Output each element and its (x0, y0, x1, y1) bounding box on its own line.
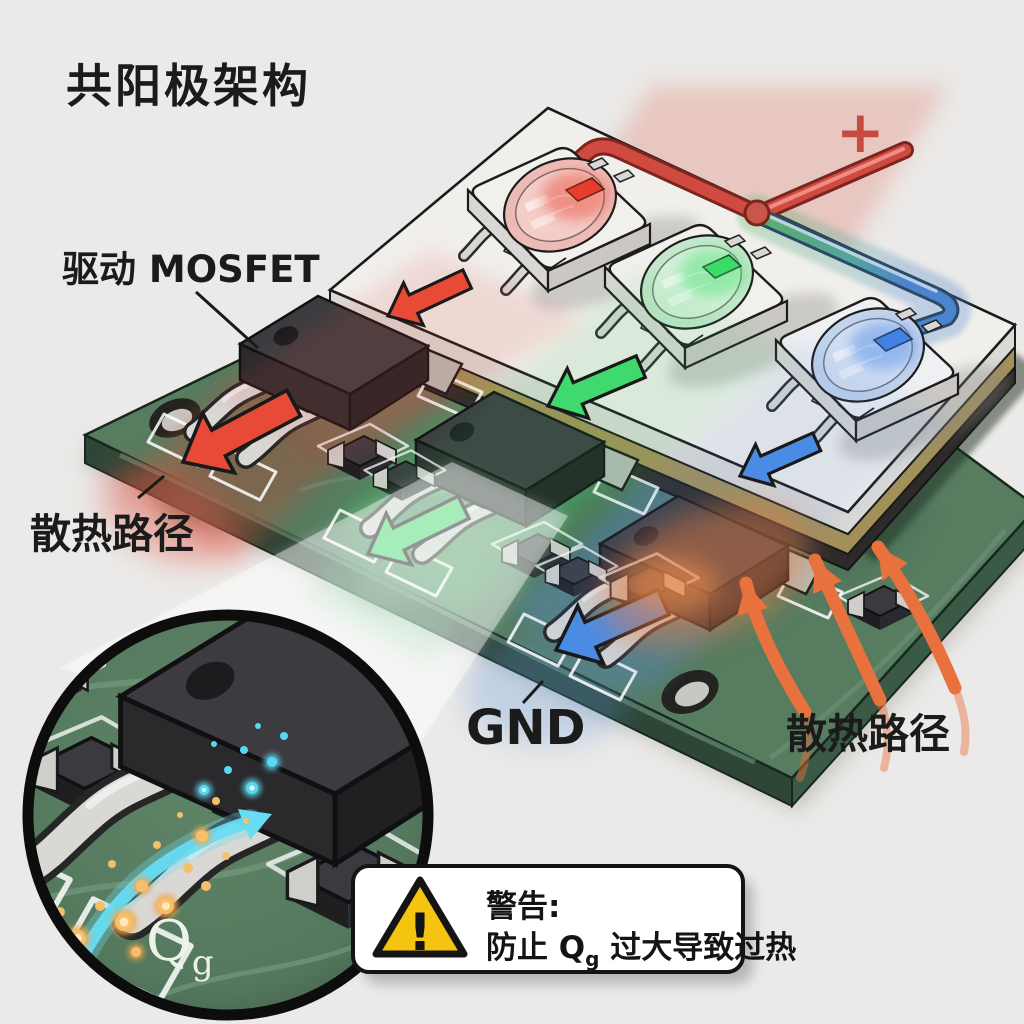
pointer-line (137, 474, 165, 500)
heat-dissipation-right (600, 504, 970, 782)
gate-charge-arrowhead (238, 809, 272, 840)
trace-junction-dot (743, 199, 771, 227)
heat-arrowheads (737, 547, 908, 616)
svg-text:散热路径: 散热路径 (30, 510, 194, 558)
warning-triangle-icon: ! (372, 876, 468, 963)
pointer-line (521, 679, 545, 705)
warning-box: ! 警告: 防止 Qg 过大导致过热 (351, 864, 796, 984)
led-red (458, 146, 702, 311)
warning-line2: 防止 Qg 过大导致过热 (486, 930, 796, 971)
label-driver-mosfet: 驱动 MOSFET (62, 248, 320, 350)
power-traces (554, 137, 971, 364)
gate-charge-flow-arrow (79, 815, 257, 957)
mounting-hole-2 (661, 670, 719, 714)
svg-text:!: ! (408, 903, 432, 963)
page-title: 共阳极架构 (66, 59, 311, 113)
label-heat-path-left: 散热路径 (30, 474, 194, 558)
svg-text:GND: GND (466, 700, 585, 756)
svg-text:驱动 MOSFET: 驱动 MOSFET (62, 248, 320, 291)
magnifier-circle: Qg (22, 609, 434, 1021)
label-heat-path-right: 散热路径 (786, 710, 950, 758)
label-gnd: GND (466, 679, 585, 756)
magnifier-ring (22, 609, 434, 1021)
heat-glow-left-edge (100, 466, 236, 564)
gnd-blue-haze (463, 635, 633, 745)
plus-icon: + (836, 98, 885, 166)
pointer-line (194, 290, 260, 350)
gate-charge-label: Qg (146, 909, 214, 983)
charge-particles (55, 723, 288, 966)
warning-line1: 警告: (486, 889, 560, 925)
